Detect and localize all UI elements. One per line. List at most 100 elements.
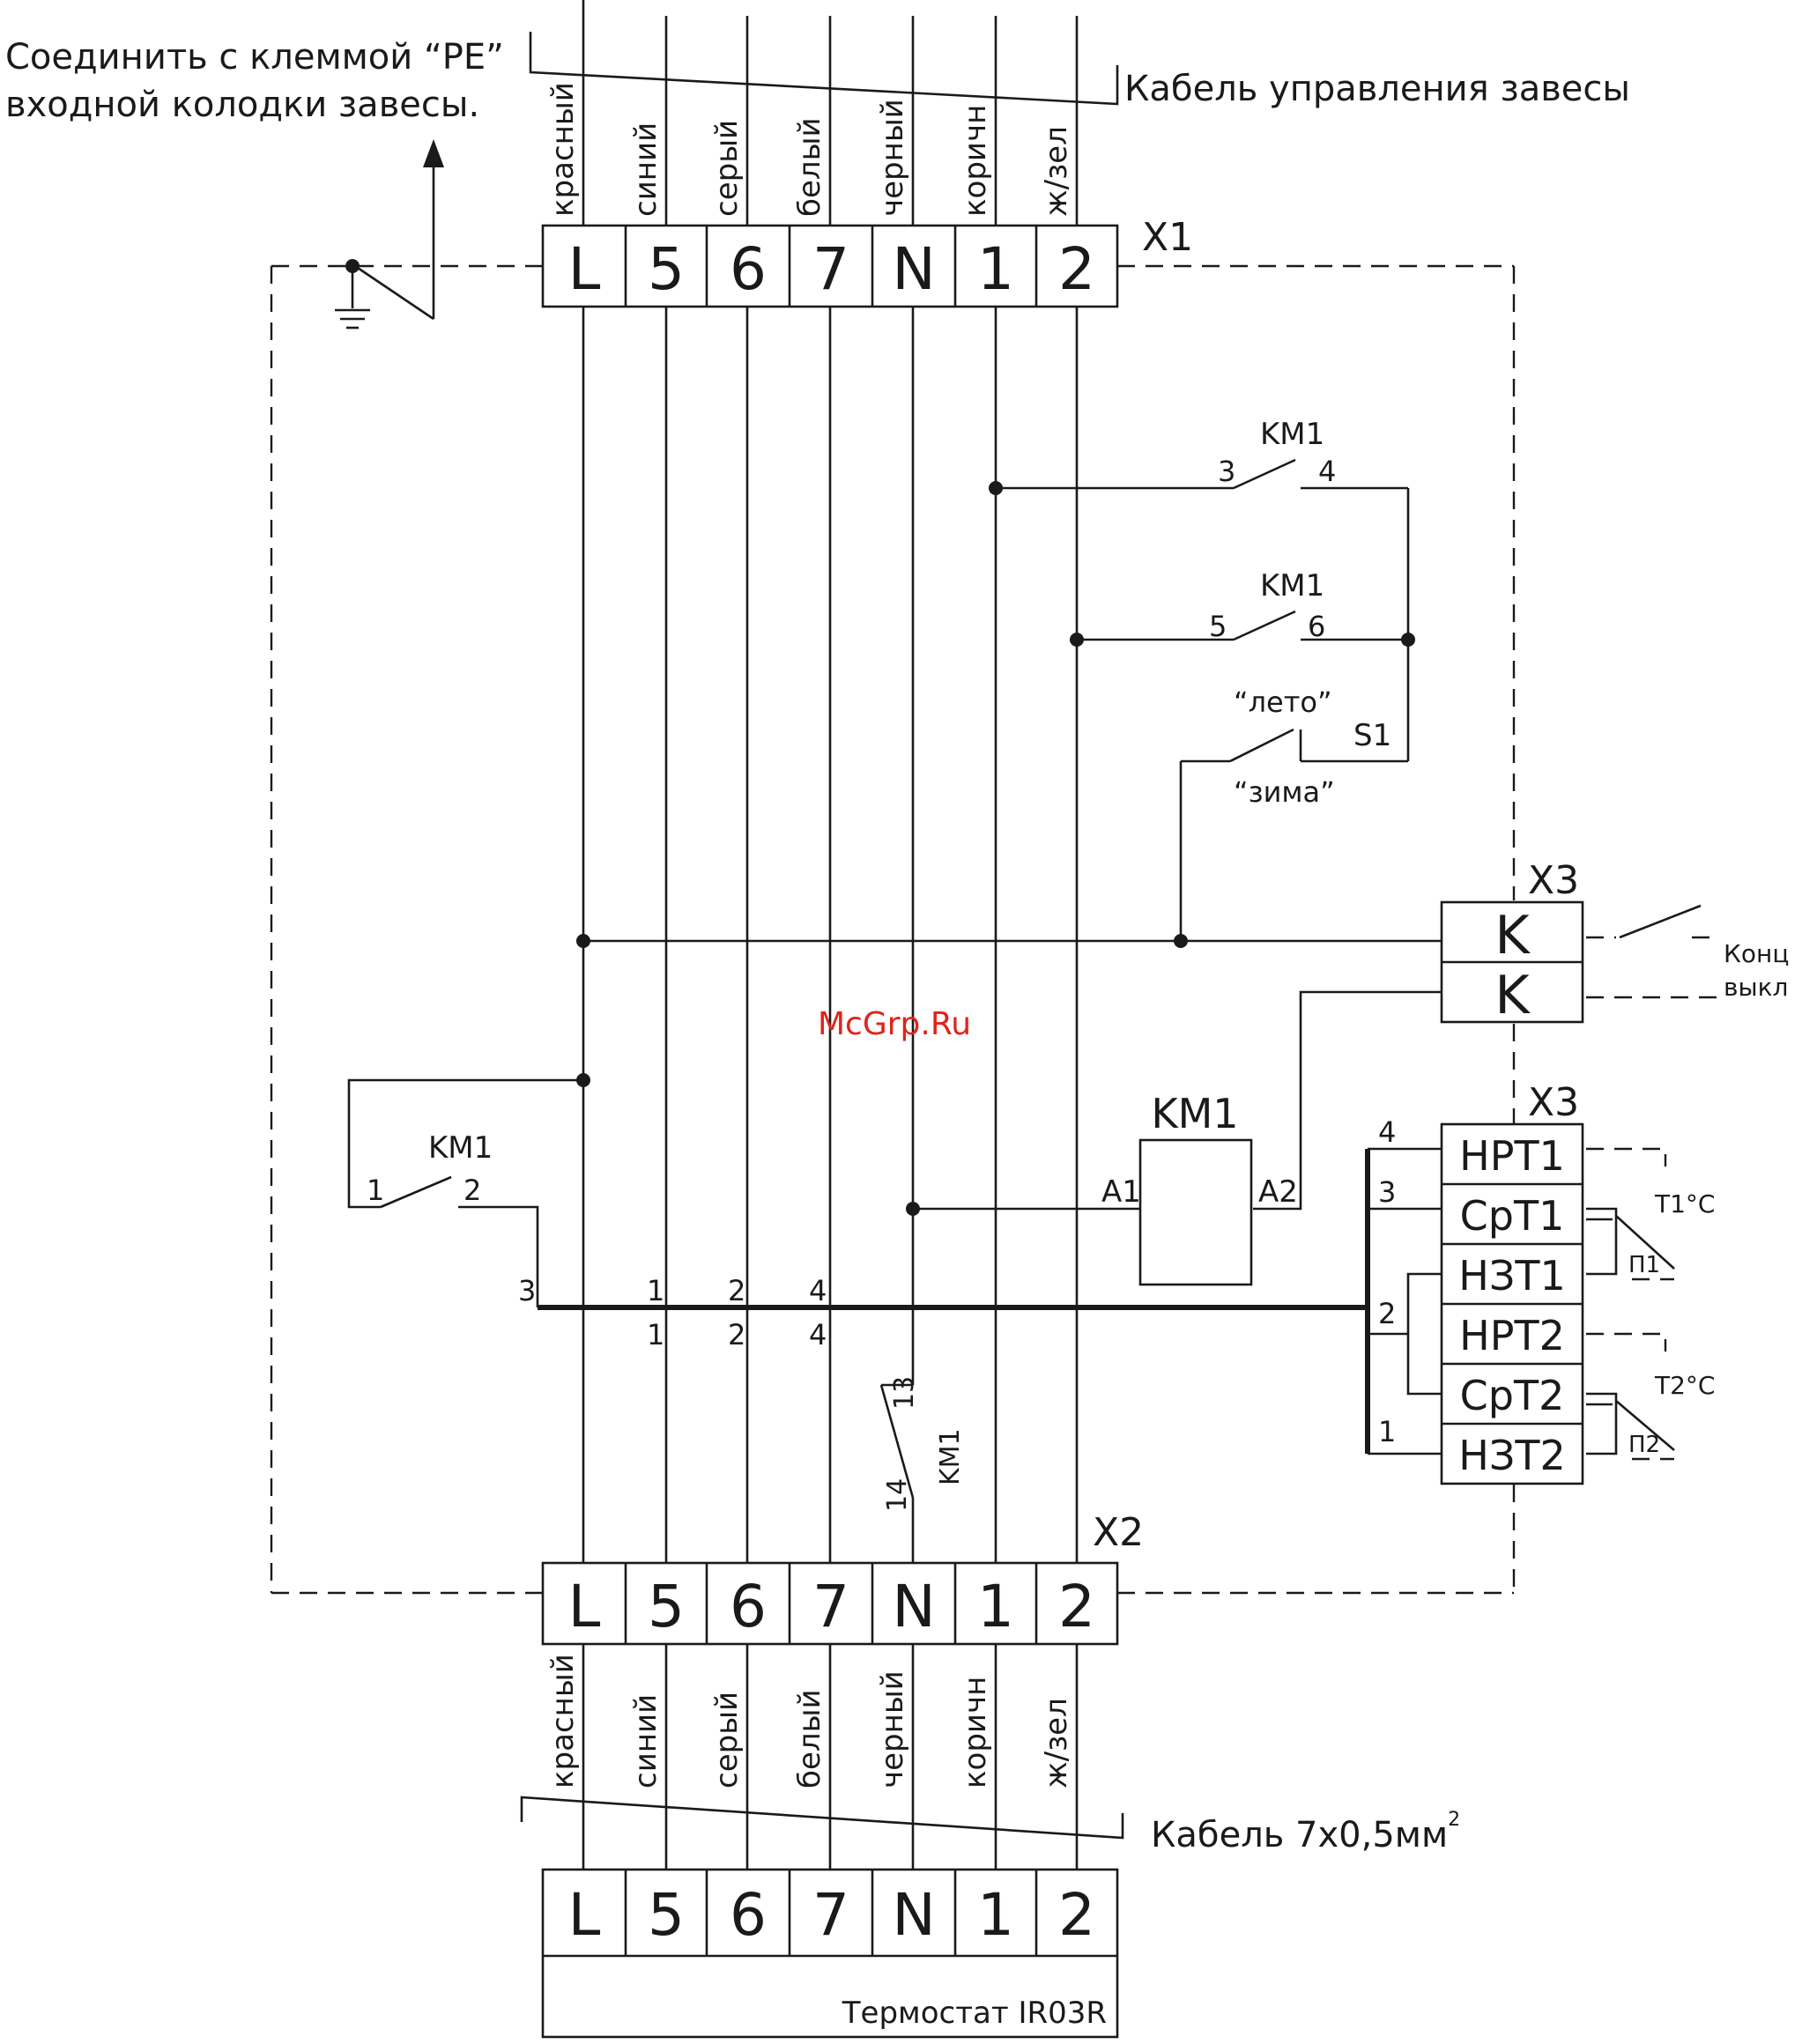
pe-note-line2: входной колодки завесы.: [5, 85, 479, 125]
thermostat-terminal-6: 6: [730, 1881, 767, 1949]
sensor-t2-label: Т2°С: [1654, 1371, 1715, 1400]
x3-top-k1: K: [1494, 905, 1531, 966]
thermostat-terminal-2: 2: [1058, 1881, 1095, 1949]
wire-label-grey-bottom: серый: [709, 1692, 745, 1788]
switch-s1: “лето” “зима” S1: [1174, 640, 1410, 948]
pe-note-line1: Соединить с клеммой “PE”: [5, 37, 504, 78]
x2-terminal-7: 7: [812, 1573, 849, 1640]
ground-icon: [335, 259, 370, 330]
control-cable-bracket: [529, 32, 1119, 106]
sensor-t1: Т1°С П1: [1586, 1147, 1715, 1281]
x3-nzt2: НЗТ2: [1458, 1432, 1565, 1479]
km1-12-name: KM1: [428, 1130, 493, 1166]
s1-name: S1: [1353, 718, 1391, 753]
x3-bottom-block: НРТ1 СрТ1 НЗТ1 НРТ2 СрТ2 НЗТ2: [1440, 1122, 1584, 1485]
km1-coil-a2: A2: [1258, 1174, 1298, 1210]
km1-coil: KM1 A1 A2: [906, 1090, 1298, 1286]
wire-labels-top: красный синий серый белый черный коричн …: [545, 82, 1074, 217]
wire-label-red-bottom: красный: [545, 1654, 581, 1788]
sensor-p1-label: П1: [1628, 1252, 1660, 1278]
x1-label: X1: [1142, 215, 1193, 260]
wire-labels-bottom: красный синий серый белый черный коричн …: [545, 1654, 1074, 1788]
km1-56-pin-left: 5: [1209, 610, 1227, 643]
junction-l-top: [576, 934, 590, 948]
wire-label-black-top: черный: [875, 99, 910, 217]
sensor-p2-label: П2: [1628, 1432, 1660, 1458]
terminal-block-x1: L 5 6 7 N 1 2: [541, 224, 1119, 308]
x2-terminal-l: L: [568, 1573, 601, 1640]
watermark: McGrp.Ru: [818, 1006, 971, 1042]
bus-label-top-4: 4: [809, 1274, 827, 1307]
wire-label-white-top: белый: [792, 117, 827, 217]
km1-contact-5-6: KM1 5 6: [1070, 568, 1415, 647]
bus-label-top-2: 2: [728, 1274, 745, 1307]
km1-12-pin-right: 2: [463, 1174, 481, 1207]
pe-arrow: [352, 139, 444, 321]
wire-label-white-bottom: белый: [792, 1689, 827, 1788]
x1-terminal-7: 7: [812, 235, 849, 303]
wire-x3k-to-a2: [1253, 990, 1442, 1211]
wire-label-blue-bottom: синий: [628, 1694, 664, 1788]
thermostat-block: L 5 6 7 N 1 2 Термостат IR03R: [541, 1868, 1119, 2039]
cable-bracket: [520, 1796, 1124, 1840]
x2-terminal-5: 5: [648, 1573, 685, 1640]
x3-pin-3: 3: [1378, 1175, 1396, 1209]
thermostat-terminal-1: 1: [977, 1881, 1014, 1949]
limit-switch: Конц выкл: [1586, 904, 1789, 1002]
x3-srt2: СрТ2: [1460, 1372, 1565, 1419]
limit-switch-label-2: выкл: [1724, 973, 1788, 1002]
x3-srt1: СрТ1: [1460, 1192, 1565, 1240]
wire-label-red-top: красный: [545, 82, 581, 217]
wire-label-green-top: ж/зел: [1039, 126, 1074, 217]
km1-56-name: KM1: [1260, 568, 1324, 604]
km1-1314-name: KM1: [935, 1428, 966, 1485]
bus-label-top-1: 1: [647, 1274, 664, 1307]
wire-label-green-bottom: ж/зел: [1039, 1698, 1074, 1788]
x3-bus-connections: 4 3 2 1: [1368, 1115, 1442, 1455]
km1-34-name: KM1: [1260, 417, 1324, 452]
control-cable-label: Кабель управления завесы: [1124, 69, 1630, 109]
km1-coil-name: KM1: [1151, 1090, 1238, 1137]
thermostat-terminal-7: 7: [812, 1881, 849, 1949]
cable-spec-superscript: 2: [1448, 1809, 1460, 1831]
x2-terminal-n: N: [892, 1573, 935, 1640]
thermostat-terminal-5: 5: [648, 1881, 685, 1949]
km1-1314-pin-13: 13: [889, 1376, 920, 1410]
x1-terminal-1: 1: [977, 235, 1014, 303]
sensor-t1-label: Т1°С: [1654, 1189, 1715, 1218]
km1-contact-13-14: 13 14 KM1: [879, 1376, 966, 1512]
bus-label-bottom-1: 1: [647, 1318, 664, 1352]
km1-contact-3-4: KM1 3 4: [989, 417, 1410, 640]
limit-switch-label-1: Конц: [1724, 939, 1789, 968]
km1-34-pin-left: 3: [1218, 455, 1235, 488]
bus-label-3: 3: [518, 1274, 536, 1307]
wire-label-grey-top: серый: [709, 120, 745, 217]
x1-terminal-6: 6: [730, 235, 767, 303]
x1-terminal-l: L: [568, 235, 601, 303]
x1-terminal-2: 2: [1058, 235, 1095, 303]
km1-1314-pin-14: 14: [882, 1478, 913, 1512]
x2-label: X2: [1093, 1510, 1144, 1555]
wire-label-brown-top: коричн: [958, 105, 993, 217]
km1-contact-1-2: KM1 1 2: [347, 1073, 590, 1307]
km1-12-pin-left: 1: [367, 1174, 384, 1207]
x3-nzt1: НЗТ1: [1458, 1252, 1565, 1300]
x3-top-k2: K: [1494, 965, 1531, 1026]
wire-label-blue-top: синий: [628, 122, 664, 217]
x2-terminal-2: 2: [1058, 1573, 1095, 1640]
x3-top-block: K K: [1440, 900, 1584, 1026]
bus-label-bottom-2: 2: [728, 1318, 745, 1352]
wire-label-black-bottom: черный: [875, 1670, 910, 1788]
x2-terminal-6: 6: [730, 1573, 767, 1640]
x3-nrt2: НРТ2: [1459, 1312, 1565, 1359]
x3-pin-4: 4: [1378, 1115, 1396, 1149]
x1-terminal-n: N: [892, 235, 935, 303]
x3-top-label: X3: [1528, 858, 1579, 903]
bus-labels: 3 1 2 4 1 2 4: [518, 1274, 827, 1352]
s1-summer-label: “лето”: [1234, 685, 1332, 719]
thermostat-terminal-n: N: [892, 1881, 935, 1949]
km1-56-pin-right: 6: [1308, 610, 1325, 643]
km1-coil-a1: A1: [1101, 1174, 1141, 1210]
enclosure-outline: [270, 264, 1516, 1595]
